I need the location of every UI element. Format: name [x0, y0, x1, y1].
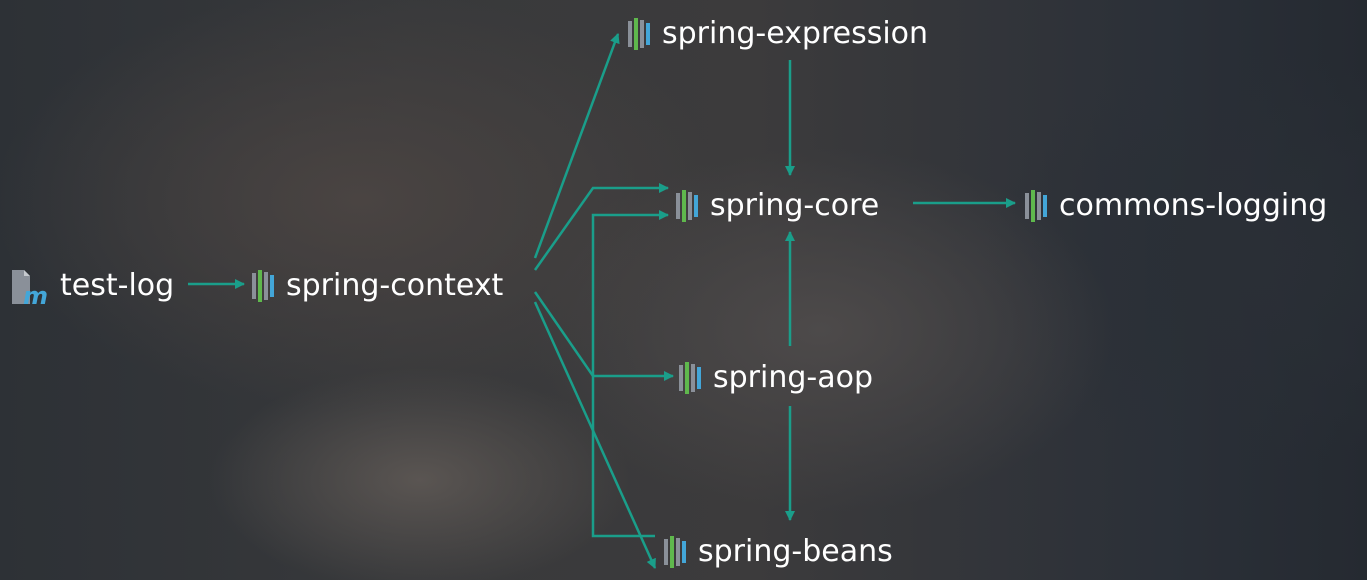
- node-spring-context[interactable]: spring-context: [252, 266, 503, 306]
- edge-spring-context-to-spring-aop: [533, 291, 674, 381]
- edge-spring-context-to-spring-beans: [533, 301, 657, 569]
- library-icon: [676, 190, 700, 222]
- edge-spring-beans-to-spring-core: [591, 210, 669, 538]
- library-icon: [664, 536, 688, 568]
- node-label: test-log: [60, 268, 175, 303]
- node-label: spring-aop: [713, 360, 874, 395]
- edge-spring-context-to-spring-core: [533, 183, 669, 271]
- edge-spring-context-to-spring-expression: [533, 33, 620, 259]
- svg-text:m: m: [23, 282, 48, 306]
- node-spring-beans[interactable]: spring-beans: [664, 532, 893, 572]
- node-label: commons-logging: [1059, 188, 1328, 223]
- node-test-log[interactable]: m test-log: [10, 266, 174, 306]
- library-icon: [1025, 190, 1049, 222]
- node-label: spring-context: [286, 268, 504, 303]
- node-spring-aop[interactable]: spring-aop: [679, 358, 873, 398]
- node-label: spring-core: [710, 188, 880, 223]
- node-label: spring-expression: [662, 16, 929, 51]
- maven-module-icon: m: [10, 266, 50, 306]
- node-spring-expression[interactable]: spring-expression: [628, 14, 928, 54]
- library-icon: [252, 270, 276, 302]
- node-commons-logging[interactable]: commons-logging: [1025, 186, 1327, 226]
- node-spring-core[interactable]: spring-core: [676, 186, 879, 226]
- node-label: spring-beans: [698, 534, 893, 569]
- library-icon: [679, 362, 703, 394]
- library-icon: [628, 18, 652, 50]
